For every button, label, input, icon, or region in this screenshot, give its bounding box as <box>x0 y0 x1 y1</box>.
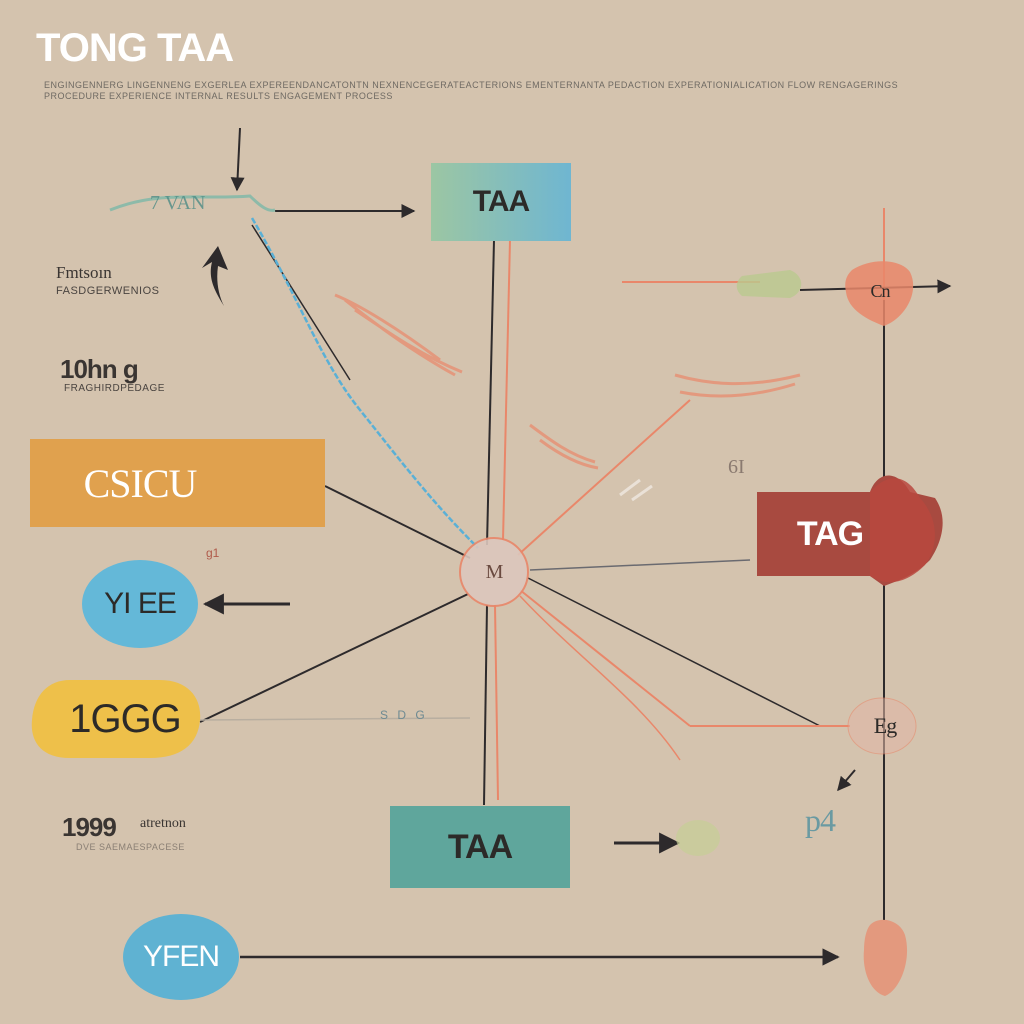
orange-box-label: CSICU <box>83 460 198 506</box>
left-label-2-sub: FRAGHIRDPEDAGE <box>64 383 165 394</box>
bottom-oval-label: YFEN <box>142 940 220 973</box>
edge-hub-to-right-low <box>527 577 821 727</box>
arrow-small-diag <box>837 769 856 792</box>
edge-coral-down <box>494 604 499 801</box>
right-low-bubble[interactable] <box>847 697 917 755</box>
scribble-dots: S D G <box>380 708 428 722</box>
green-bubble <box>676 820 720 856</box>
edge-top-box-to-hub <box>486 239 495 546</box>
bottom-oval[interactable] <box>123 914 239 1000</box>
bottom-box[interactable] <box>390 806 570 888</box>
scribble-mid-right <box>674 373 801 398</box>
edge-yellow-to-hub <box>199 593 469 723</box>
scribble-faint-right <box>619 478 653 502</box>
scribble-top-left-text: 7 VAN <box>150 192 206 214</box>
bottom-right-blob <box>863 919 908 996</box>
top-box-label: TAA <box>472 185 530 218</box>
center-hub-label: M <box>485 560 504 583</box>
left-label-1-title: Fmtsoın <box>56 263 112 282</box>
left-label-3-note: DVE SAEMAESPACESE <box>76 842 185 852</box>
right-top-coral-tag[interactable] <box>845 261 914 326</box>
scribble-mid-right-mark: 6I <box>728 456 745 478</box>
edge-hub-to-bottom-box <box>483 604 488 806</box>
blue-oval-label: YI EE <box>104 587 177 620</box>
edge-coral-curve <box>519 595 681 761</box>
left-label-3-title: 1999 <box>62 812 117 842</box>
edge-coral-top <box>502 239 511 541</box>
right-mid-tag-label: Eg <box>873 713 897 738</box>
top-box[interactable] <box>431 163 571 241</box>
curved-up-arrow-icon <box>202 246 228 306</box>
blue-oval[interactable] <box>82 560 198 648</box>
left-label-1-sub: FASDGERWENIOS <box>56 285 160 297</box>
scribble-top-left <box>109 194 276 212</box>
edge-coral-to-scribble <box>517 399 691 556</box>
orange-box[interactable] <box>30 439 325 527</box>
faint-line-yellow-right <box>199 717 471 721</box>
page-title: TONG TAA <box>36 26 234 70</box>
right-top-tag-label: Cn <box>870 280 890 301</box>
left-label-3-sub: atretnon <box>140 816 186 831</box>
right-box-fold <box>870 478 935 583</box>
right-low-tag-label: p4 <box>805 801 836 838</box>
edge-top-left-to-hub <box>251 224 351 381</box>
scribble-mid-top <box>334 293 463 377</box>
edge-orange-to-hub <box>324 485 471 559</box>
page-subtitle: ENGINGENNERG LINGENNENG EXGERLEA EXPEREE… <box>44 80 899 101</box>
bottom-box-label: TAA <box>447 827 513 866</box>
right-top-green-tag <box>736 270 802 298</box>
edge-blue-wavy <box>250 217 479 549</box>
scribble-tiny-number: g1 <box>206 546 220 560</box>
yellow-oval-label: 1GGG <box>69 696 182 741</box>
right-box-label: TAG <box>796 514 864 553</box>
yellow-oval[interactable] <box>31 680 201 758</box>
arrow-down-top-left <box>230 127 245 192</box>
center-hub[interactable] <box>459 537 529 607</box>
left-label-2-title: 10hn g <box>60 354 139 384</box>
edge-coral-to-right-low <box>519 589 691 727</box>
scribble-small <box>529 423 599 470</box>
edge-hub-to-right <box>529 559 751 571</box>
